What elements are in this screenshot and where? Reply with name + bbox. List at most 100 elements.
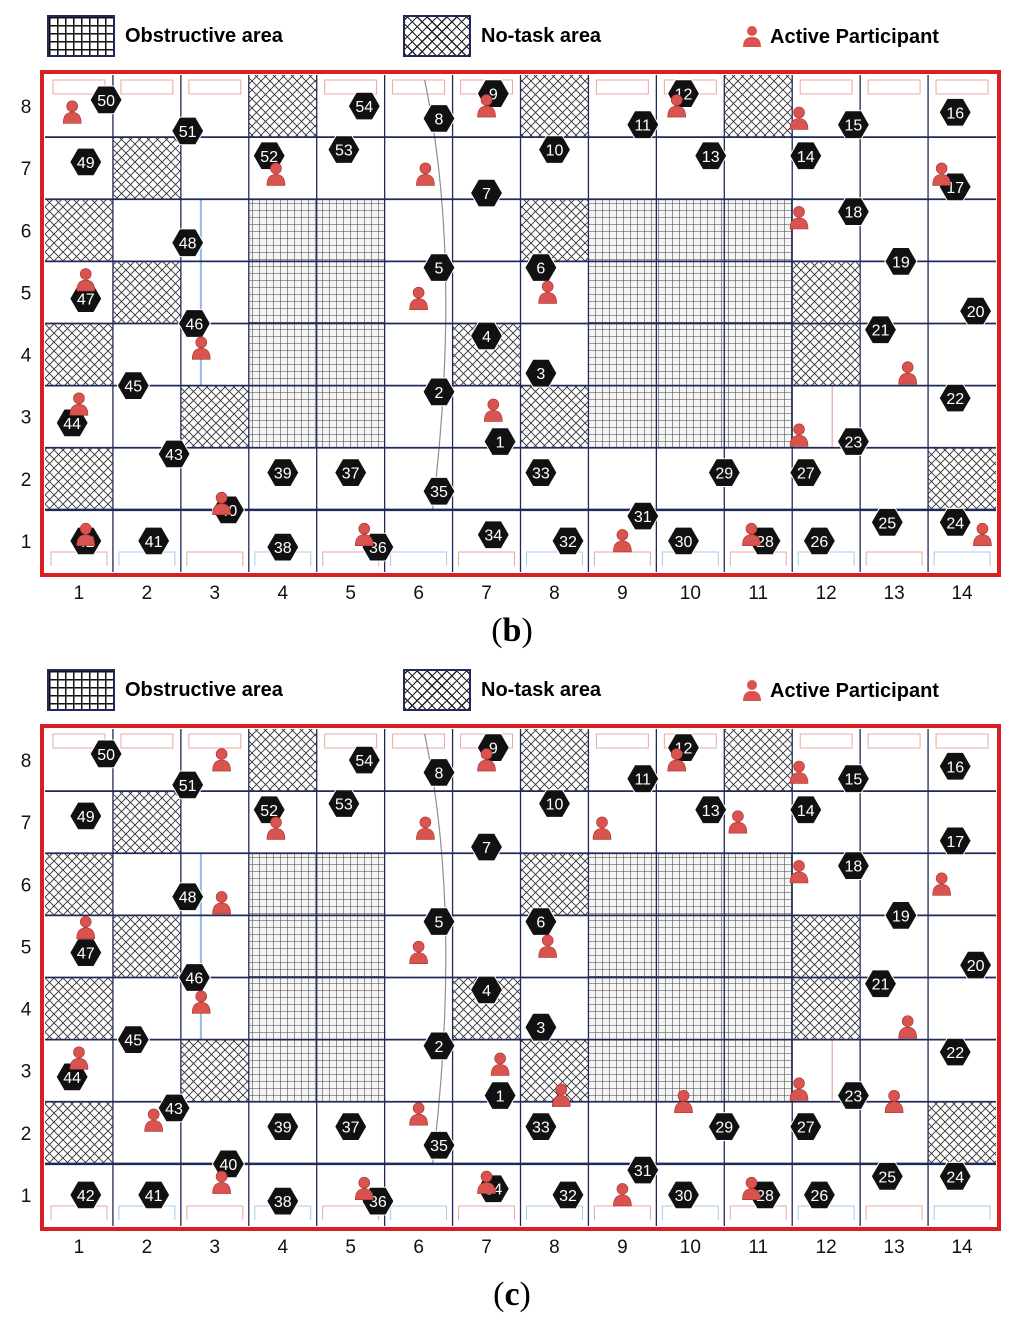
x-tick-label: 11 bbox=[748, 583, 768, 604]
task-marker: 34 bbox=[476, 520, 510, 550]
y-tick-label: 8 bbox=[21, 97, 32, 118]
obstructive-cell bbox=[316, 853, 385, 916]
obstructive-cell bbox=[316, 915, 385, 978]
map-frame bbox=[40, 70, 1001, 577]
task-number: 20 bbox=[967, 958, 985, 975]
no-task-cell bbox=[520, 853, 589, 916]
task-number: 19 bbox=[892, 908, 910, 925]
task-number: 5 bbox=[435, 915, 444, 932]
participant-icon bbox=[62, 100, 82, 124]
participant-icon bbox=[613, 1183, 632, 1207]
no-task-cell bbox=[724, 75, 793, 138]
task-marker: 48 bbox=[171, 882, 205, 912]
task-number: 2 bbox=[435, 1039, 444, 1056]
task-number: 7 bbox=[482, 186, 491, 203]
x-tick-label: 9 bbox=[617, 1237, 628, 1258]
task-marker: 25 bbox=[870, 1161, 904, 1191]
x-tick-label: 4 bbox=[277, 1237, 288, 1258]
task-marker: 40 bbox=[211, 1149, 245, 1179]
task-number: 41 bbox=[145, 1188, 163, 1205]
task-number: 35 bbox=[430, 1138, 448, 1155]
obstructive-cell bbox=[588, 915, 657, 978]
y-tick-label: 2 bbox=[21, 1124, 32, 1145]
task-number: 6 bbox=[536, 915, 545, 932]
obstructive-cell bbox=[316, 977, 385, 1040]
task-marker: 26 bbox=[802, 1180, 836, 1210]
task-marker: 3 bbox=[524, 1012, 558, 1042]
x-tick-label: 14 bbox=[951, 1237, 973, 1258]
x-tick-label: 10 bbox=[680, 583, 701, 604]
obstructive-cell bbox=[656, 1039, 725, 1102]
task-number: 29 bbox=[715, 466, 733, 483]
participant-icon bbox=[667, 748, 687, 772]
obstructive-cell bbox=[656, 261, 725, 324]
obstructive-cell bbox=[724, 1039, 793, 1102]
x-tick-label: 5 bbox=[345, 1237, 356, 1258]
obstructive-cell bbox=[724, 261, 793, 324]
task-number: 26 bbox=[810, 534, 828, 551]
no-task-cell bbox=[520, 729, 589, 792]
participant-legend-icon bbox=[743, 680, 761, 701]
no-task-cell bbox=[45, 323, 113, 386]
task-number: 21 bbox=[872, 977, 890, 994]
participant-icon bbox=[789, 206, 809, 230]
no-task-cell bbox=[928, 1101, 996, 1164]
task-marker: 52 bbox=[252, 141, 286, 171]
task-number: 37 bbox=[342, 1120, 360, 1137]
task-marker: 2 bbox=[422, 377, 456, 407]
participant-icon bbox=[789, 760, 809, 784]
task-marker: 43 bbox=[157, 439, 191, 469]
task-marker: 7 bbox=[469, 178, 504, 208]
participant-icon bbox=[76, 268, 96, 292]
participant-icon bbox=[789, 423, 809, 447]
task-number: 31 bbox=[634, 1163, 652, 1180]
task-number: 49 bbox=[77, 809, 95, 826]
task-marker: 23 bbox=[836, 427, 870, 456]
participant-icon bbox=[212, 891, 231, 915]
obstructive-cell bbox=[248, 323, 317, 386]
task-marker: 49 bbox=[69, 147, 103, 177]
task-number: 20 bbox=[967, 304, 985, 321]
obstructive-cell bbox=[656, 977, 725, 1040]
task-number: 32 bbox=[559, 1188, 577, 1205]
task-marker: 47 bbox=[69, 284, 103, 313]
participant-icon bbox=[898, 1015, 917, 1039]
task-number: 24 bbox=[946, 515, 964, 532]
task-number: 26 bbox=[810, 1188, 828, 1205]
y-tick-label: 4 bbox=[21, 1000, 32, 1021]
obstructive-cell bbox=[724, 915, 793, 978]
task-marker: 39 bbox=[266, 1112, 300, 1141]
obstructive-cell bbox=[248, 977, 317, 1040]
task-marker: 51 bbox=[171, 116, 205, 146]
task-marker: 2 bbox=[422, 1031, 456, 1061]
participant-icon bbox=[667, 94, 687, 118]
x-tick-label: 12 bbox=[816, 583, 837, 604]
task-number: 8 bbox=[435, 765, 444, 782]
task-number: 14 bbox=[797, 149, 815, 166]
no-task-cell bbox=[112, 137, 181, 200]
x-tick-label: 4 bbox=[277, 583, 288, 604]
participant-icon bbox=[76, 915, 96, 940]
task-number: 3 bbox=[536, 366, 545, 383]
no-task-cell bbox=[112, 261, 181, 324]
task-number: 21 bbox=[872, 323, 890, 340]
participant-icon bbox=[409, 286, 428, 310]
participant-legend-icon bbox=[743, 26, 761, 47]
task-number: 38 bbox=[274, 540, 292, 557]
participant-icon bbox=[551, 1083, 571, 1107]
participant-icon bbox=[789, 106, 809, 130]
task-number: 42 bbox=[77, 1188, 95, 1205]
task-number: 14 bbox=[797, 803, 815, 820]
task-number: 11 bbox=[634, 772, 651, 789]
participant-icon bbox=[728, 810, 748, 834]
task-number: 2 bbox=[435, 385, 444, 402]
y-tick-label: 3 bbox=[21, 408, 32, 429]
y-tick-label: 1 bbox=[21, 532, 32, 553]
task-number: 15 bbox=[844, 118, 862, 135]
x-tick-label: 8 bbox=[549, 1237, 560, 1258]
task-number: 9 bbox=[489, 741, 498, 758]
x-tick-label: 7 bbox=[481, 583, 492, 604]
task-marker: 28 bbox=[748, 1180, 782, 1210]
x-tick-label: 6 bbox=[413, 1237, 424, 1258]
